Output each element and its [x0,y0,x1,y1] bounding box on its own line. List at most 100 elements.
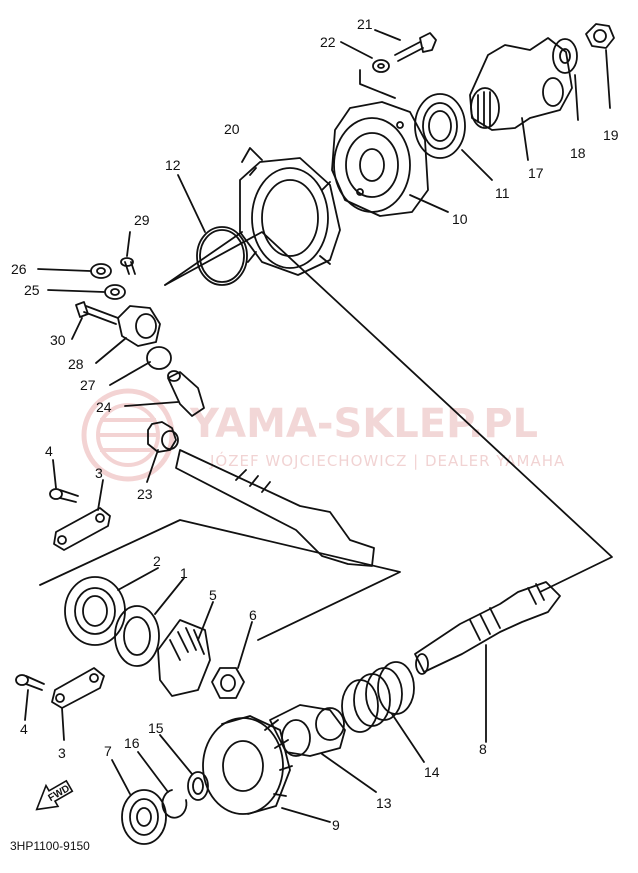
leader-29 [126,231,131,257]
label-part-5: 5 [209,587,217,603]
leader-21 [374,29,401,41]
label-part-17: 17 [528,165,544,181]
leader-12 [177,174,206,233]
part-26-washer [90,263,112,279]
label-part-21: 21 [357,16,373,32]
label-part-30: 30 [50,332,66,348]
leader-9 [281,807,331,823]
leader-13 [321,753,377,793]
leader-7 [111,759,131,795]
leader-27 [109,361,151,386]
part-19-nut [585,23,615,49]
part-labels: 2 1 3 3 4 4 5 6 7 8 9 10 11 12 13 14 15 … [11,16,619,833]
leader-17 [521,117,529,161]
leader-16 [137,751,169,793]
label-part-4a: 4 [45,443,53,459]
leader-5 [197,601,214,641]
part-22-washer [372,59,390,73]
watermark-sub-text: JÓZEF WOJCIECHOWICZ | DEALER YAMAHA [209,451,565,470]
part-29-screw [120,257,136,275]
label-part-29: 29 [134,212,150,228]
label-part-25: 25 [24,282,40,298]
part-2-bearing [64,576,126,646]
part-17-yoke [469,37,573,131]
part-9-ring-gear [202,715,293,815]
part-30-bolt [75,301,119,325]
leader-24 [124,401,179,407]
part-16-circlip [161,789,188,819]
part-27-seal-disc [146,346,172,370]
part-4a-screw [49,488,79,503]
label-part-4b: 4 [20,721,28,737]
leader-14 [391,713,425,763]
leader-18 [574,74,579,121]
diagram-code: 3HP1100-9150 [10,839,90,853]
label-part-16: 16 [124,735,140,751]
leader-10 [409,194,449,213]
assembly-outline-long [164,231,613,593]
leader-11 [461,149,493,181]
label-part-14: 14 [424,764,440,780]
label-part-26: 26 [11,261,27,277]
part-11-seal [414,93,466,159]
part-3a-plate [53,507,111,551]
watermark-main-text: YAMA-SKLEP.PL [189,401,538,447]
fwd-label: FWD [47,783,72,804]
part-5-pinion-gear [157,619,211,697]
part-21-bolt [394,32,437,62]
part-12-o-ring [196,226,248,286]
label-part-9: 9 [332,817,340,833]
leader-22 [340,41,373,59]
part-20-retainer [239,157,341,276]
label-part-15: 15 [148,720,164,736]
part-3b-plate [51,667,105,709]
label-part-22: 22 [320,34,336,50]
leader-19 [605,49,611,109]
leader-3a [97,479,104,511]
leader-3b [61,707,65,741]
part-14-spring [341,661,415,733]
assembly-outline-right [359,69,396,99]
label-part-12: 12 [165,157,181,173]
leader-6 [237,621,253,669]
leader-30 [71,317,83,340]
label-part-8: 8 [479,741,487,757]
leader-28 [95,337,127,364]
label-part-28: 28 [68,356,84,372]
leader-4b [24,689,29,721]
assembly-outline-gear [39,519,401,641]
assembly-outline-link [164,231,243,286]
label-part-27: 27 [80,377,96,393]
label-part-7: 7 [104,743,112,759]
label-part-3a: 3 [95,465,103,481]
part-4b-screw [15,674,45,691]
drive-shaft-middle [175,449,375,567]
part-23-small-gear [147,421,179,453]
watermark: YAMA-SKLEP.PL JÓZEF WOJCIECHOWICZ | DEAL… [81,388,565,482]
label-part-18: 18 [570,145,586,161]
label-part-1b: 1 [180,565,188,581]
label-part-6: 6 [249,607,257,623]
part-15-washer [187,771,209,801]
label-part-19: 19 [603,127,619,143]
fwd-arrow-icon: FWD [35,779,74,811]
leader-1 [154,577,185,615]
part-6-nut [211,667,245,699]
part-8-output-shaft [414,581,561,675]
part-7-bearing [121,789,167,845]
part-13-coupling [269,704,346,757]
leader-2 [117,567,159,591]
label-part-1: 2 [153,553,161,569]
label-part-11: 11 [495,185,510,201]
part-1-shim [114,605,160,667]
part-10-housing [331,101,429,217]
label-part-13: 13 [376,795,392,811]
label-part-24: 24 [96,399,112,415]
label-part-3b: 3 [58,745,66,761]
leader-23 [146,449,159,483]
leader-20 [241,147,263,163]
leader-4a [52,459,57,489]
leader-26 [37,268,91,272]
